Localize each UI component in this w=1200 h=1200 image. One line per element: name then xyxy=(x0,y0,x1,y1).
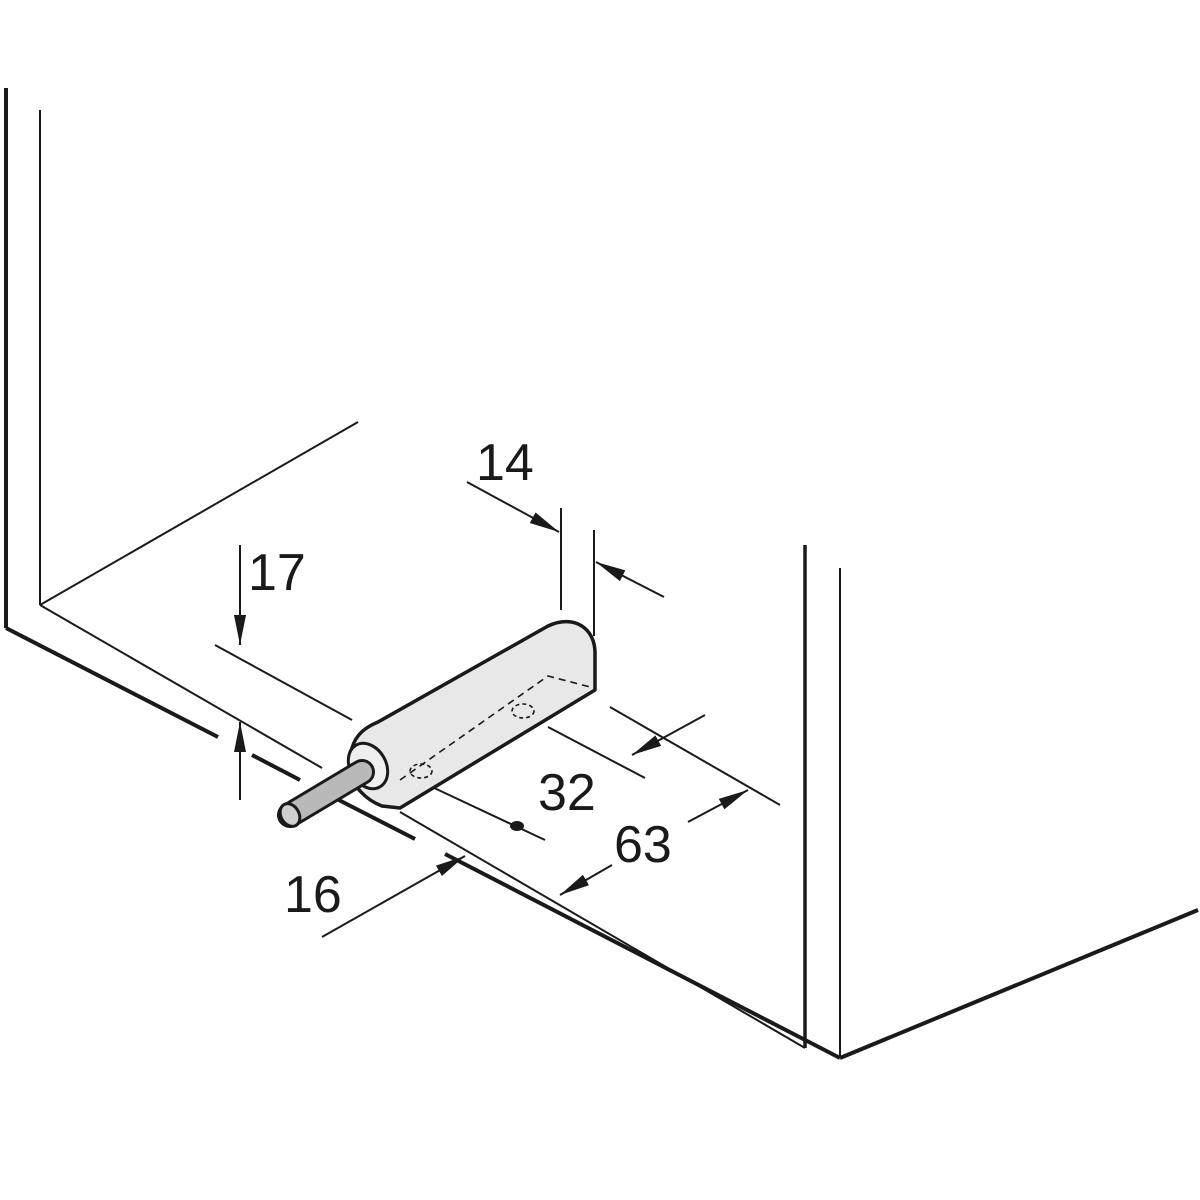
front-edge-segment xyxy=(5,626,219,739)
mounting-hole xyxy=(511,703,535,719)
dim-label-16: 16 xyxy=(284,866,342,924)
floor-back-edge xyxy=(39,421,359,606)
latch-body xyxy=(348,620,597,810)
dim-14-arrow-left xyxy=(466,481,560,533)
dimension-labels: 17 14 32 63 16 xyxy=(248,434,672,924)
push-latch-component xyxy=(277,620,597,828)
hole-centre-dot xyxy=(510,821,524,831)
front-edge-segment xyxy=(251,753,301,782)
dim-16-arrow xyxy=(321,855,466,938)
plunger-rod-fill xyxy=(280,762,372,825)
cabinet-outline xyxy=(4,88,1199,1060)
right-side-bottom-edge xyxy=(839,908,1199,1060)
dim-label-32: 32 xyxy=(538,764,596,822)
dim-17-extension xyxy=(214,644,353,721)
dim-14-arrow-right xyxy=(595,561,665,598)
dim-32-extension-2 xyxy=(609,706,781,806)
dim-label-14: 14 xyxy=(476,434,534,492)
dim-63-arrow-upper xyxy=(687,789,749,823)
dim-32-extension xyxy=(547,726,646,779)
dim-63-arrow-lower xyxy=(559,864,613,896)
floor-top-front-edge xyxy=(39,604,323,769)
floor-top-front-edge xyxy=(399,811,806,1049)
front-edge-segment xyxy=(444,852,841,1060)
dimension-lines xyxy=(214,481,781,938)
dim-label-63: 63 xyxy=(614,816,672,874)
mounting-hole xyxy=(409,763,433,779)
dim-32-arrow xyxy=(631,714,706,756)
plunger-tip xyxy=(278,802,302,828)
front-edge-segment xyxy=(332,795,416,841)
latch-hidden-base-outline xyxy=(399,675,595,807)
dim-label-17: 17 xyxy=(248,544,306,602)
hole-centre-line xyxy=(429,785,546,841)
